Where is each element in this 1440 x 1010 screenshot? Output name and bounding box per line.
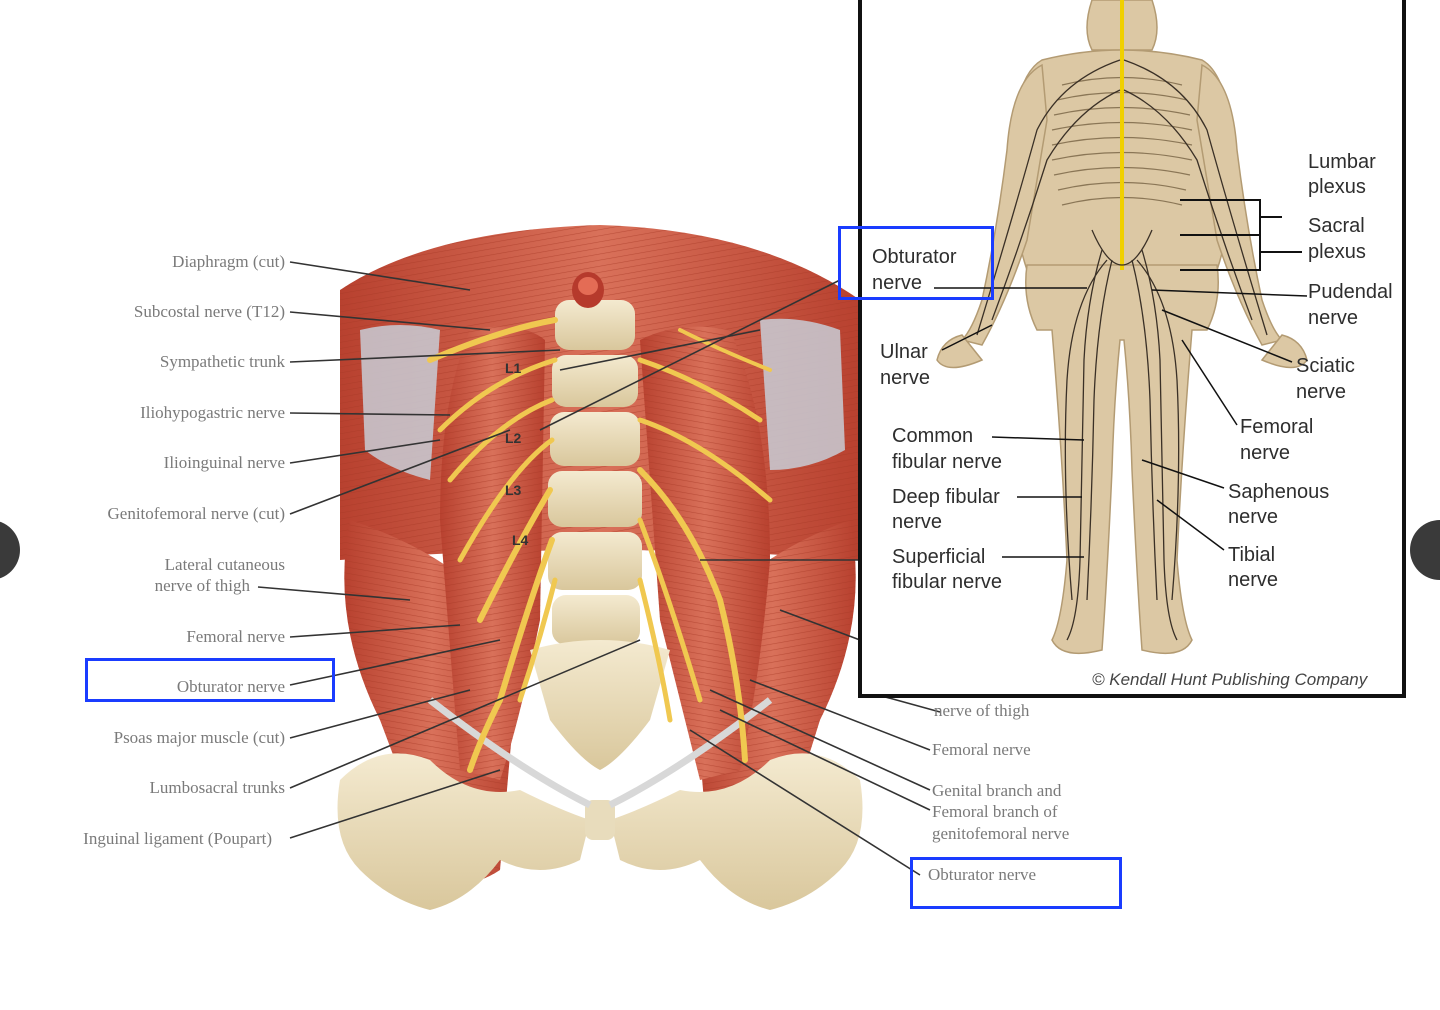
label-diaphragm: Diaphragm (cut) xyxy=(172,252,285,271)
body-nervous-system-figure xyxy=(934,0,1308,655)
label-lumbosacral-trunks: Lumbosacral trunks xyxy=(149,778,286,797)
pelvis-right xyxy=(610,753,863,910)
highlight-obturator-left xyxy=(85,658,335,702)
label-lateral-cutaneous-2: nerve of thigh xyxy=(154,576,250,595)
inset-label-ulnar-2: nerve xyxy=(880,367,931,389)
inset-label-sacral-2: plexus xyxy=(1308,241,1366,263)
inset-label-deep-fibular-1: Deep fibular xyxy=(892,486,1000,508)
inset-label-femoral-1: Femoral xyxy=(1240,416,1314,438)
inset-label-femoral-2: nerve xyxy=(1240,442,1291,464)
label-femoral-nerve-right: Femoral nerve xyxy=(932,740,1031,759)
label-obturator-nerve-right: Obturator nerve xyxy=(928,865,1037,884)
inset-label-obturator-2: nerve xyxy=(872,272,923,294)
quadratus-lumborum-left xyxy=(360,325,440,480)
pelvis-left xyxy=(337,753,590,910)
label-femoral-nerve-left: Femoral nerve xyxy=(186,627,285,646)
label-lateral-cutaneous-1: Lateral cutaneous xyxy=(164,555,285,574)
sacrum xyxy=(530,640,670,770)
inset-label-tibial-1: Tibial xyxy=(1228,544,1276,566)
nav-prev-icon[interactable] xyxy=(0,520,20,580)
vertebra-label-l2: L2 xyxy=(505,430,522,446)
inset-label-common-fibular-2: fibular nerve xyxy=(892,451,1003,473)
inset-panel: Obturator nerve Ulnar nerve Common fibul… xyxy=(838,0,1406,698)
inset-label-pudendal-1: Pudendal xyxy=(1308,281,1393,303)
leader-lines-right xyxy=(689,559,941,876)
label-sympathetic-trunk: Sympathetic trunk xyxy=(159,352,285,371)
inset-label-lumbar-2: plexus xyxy=(1308,176,1366,198)
label-genitofemoral-nerve: Genitofemoral nerve (cut) xyxy=(107,504,285,523)
label-obturator-nerve-left: Obturator nerve xyxy=(176,677,285,696)
vertebra-label-l4: L4 xyxy=(512,532,529,548)
inset-label-pudendal-2: nerve xyxy=(1308,307,1359,329)
label-ilioinguinal-nerve: Ilioinguinal nerve xyxy=(163,453,285,472)
inset-label-common-fibular-1: Common xyxy=(892,425,974,447)
inset-label-obturator-1: Obturator xyxy=(872,246,957,268)
inset-label-tibial-2: nerve xyxy=(1228,569,1279,591)
inset-label-sacral-1: Sacral xyxy=(1308,215,1365,237)
label-iliohypogastric-nerve: Iliohypogastric nerve xyxy=(140,403,285,422)
highlight-obturator-inset xyxy=(838,226,994,300)
inset-label-saphenous-2: nerve xyxy=(1228,506,1279,528)
lumbar-vertebrae xyxy=(548,300,642,645)
label-inguinal-ligament: Inguinal ligament (Poupart) xyxy=(83,829,272,848)
label-psoas-major: Psoas major muscle (cut) xyxy=(113,728,285,747)
lumbar-nerves xyxy=(427,317,773,773)
inset-label-superficial-fibular-2: fibular nerve xyxy=(892,571,1003,593)
label-femoral-branch: Femoral branch of xyxy=(932,802,1058,821)
quadratus-lumborum-right xyxy=(760,318,845,470)
inset-label-deep-fibular-2: nerve xyxy=(892,511,943,533)
label-genital-branch: Genital branch and xyxy=(932,781,1062,800)
inset-label-ulnar-1: Ulnar xyxy=(880,341,928,363)
inset-label-lumbar-1: Lumbar xyxy=(1308,151,1376,173)
inset-label-saphenous-1: Saphenous xyxy=(1228,481,1330,503)
inset-label-superficial-fibular-1: Superficial xyxy=(892,546,986,568)
label-nerve-of-thigh-right: nerve of thigh xyxy=(934,701,1030,720)
inset-label-sciatic-2: nerve xyxy=(1296,381,1347,403)
label-subcostal-nerve: Subcostal nerve (T12) xyxy=(133,302,285,321)
vertebra-label-l1: L1 xyxy=(505,360,522,376)
leader-lines-left xyxy=(257,261,641,839)
copyright-text: © Kendall Hunt Publishing Company xyxy=(1092,670,1368,689)
label-genitofemoral-right: genitofemoral nerve xyxy=(932,824,1070,843)
highlight-obturator-right xyxy=(910,857,1122,909)
vertebra-label-l3: L3 xyxy=(505,482,522,498)
inset-label-sciatic-1: Sciatic xyxy=(1296,355,1355,377)
